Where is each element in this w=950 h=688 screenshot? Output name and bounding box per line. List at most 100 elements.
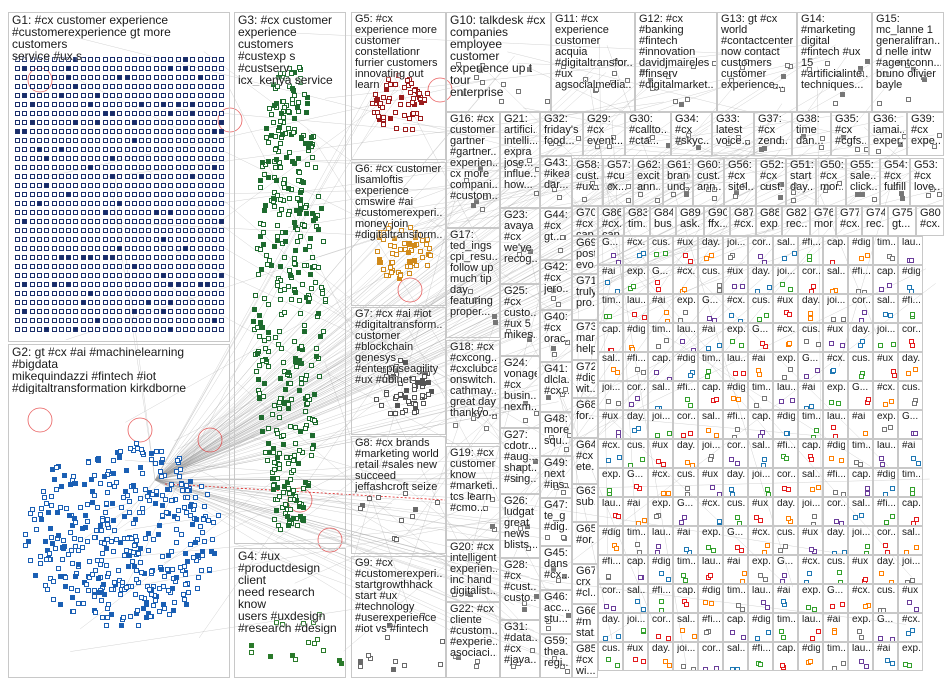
graph-node [212, 147, 218, 152]
graph-edge [169, 153, 547, 481]
graph-node [101, 582, 107, 588]
graph-node [808, 403, 814, 409]
graph-node [283, 154, 289, 160]
graph-node [139, 300, 145, 305]
graph-node [124, 192, 130, 197]
graph-edge [154, 114, 596, 481]
graph-node [282, 254, 288, 260]
group-box-g36: G36: iamai... exper... [869, 112, 907, 156]
graph-node [204, 318, 210, 323]
graph-node [197, 156, 203, 161]
graph-node [39, 506, 45, 512]
group-box-g53: G53: #cx love... [910, 158, 944, 206]
graph-node [168, 120, 174, 125]
graph-node [729, 456, 735, 462]
group-label: #cx... [777, 325, 795, 335]
graph-node [159, 473, 165, 479]
graph-node [110, 457, 116, 463]
group-box-tiny: G... [848, 381, 873, 410]
graph-node [681, 432, 687, 438]
highlight-arc [397, 277, 423, 303]
graph-node [881, 426, 887, 432]
graph-node [146, 57, 152, 62]
graph-node [175, 93, 181, 98]
graph-node [197, 201, 203, 206]
group-box-tiny: tim... [598, 294, 623, 323]
group-label: #fi... [752, 644, 770, 654]
graph-node [44, 219, 50, 224]
graph-node [66, 246, 72, 251]
graph-node [73, 237, 79, 242]
graph-node [190, 174, 196, 179]
graph-node [44, 111, 50, 116]
graph-node [687, 430, 693, 436]
graph-node [73, 210, 79, 215]
graph-node [292, 338, 298, 344]
graph-node [139, 129, 145, 134]
graph-node [706, 545, 712, 551]
graph-node [88, 228, 93, 233]
graph-node [705, 373, 711, 379]
group-label: G... [727, 528, 744, 538]
graph-node [261, 337, 267, 343]
group-label: G17: ted_ings cpi_resu... follow up much… [450, 230, 497, 318]
graph-node [759, 429, 765, 435]
graph-node [754, 288, 760, 293]
group-label: sal... [727, 644, 745, 654]
graph-node [175, 273, 181, 278]
group-box-g19: G19: #cx customer know #marketi... tcs l… [446, 446, 500, 540]
graph-node [51, 291, 57, 296]
graph-node [58, 327, 64, 332]
graph-node [164, 486, 170, 492]
graph-edge [154, 384, 539, 481]
graph-node [58, 219, 64, 224]
graph-node [278, 263, 284, 269]
graph-edge [154, 479, 564, 617]
graph-node [182, 505, 188, 511]
group-label: lau... [627, 296, 645, 306]
group-box-tiny: day... [748, 265, 773, 294]
graph-node [161, 147, 166, 152]
graph-node [186, 590, 192, 596]
graph-node [109, 282, 115, 287]
group-label: G4: #ux #productdesign client need resea… [238, 550, 337, 634]
graph-node [80, 219, 86, 224]
graph-node [659, 599, 665, 605]
group-box-tiny: #ux [648, 439, 673, 468]
graph-edge [864, 127, 945, 197]
graph-node [22, 174, 28, 179]
graph-node [712, 317, 718, 322]
group-box-tiny: #fi... [598, 555, 623, 584]
graph-node [36, 228, 42, 233]
group-label: #cx... [827, 354, 845, 364]
graph-node [117, 183, 123, 188]
graph-node [197, 111, 203, 116]
graph-node [204, 201, 210, 206]
graph-node [117, 219, 123, 224]
graph-node [709, 252, 715, 258]
graph-node [412, 409, 417, 415]
graph-node [88, 120, 93, 125]
graph-node [182, 597, 188, 603]
graph-node [117, 255, 123, 260]
graph-node [277, 414, 283, 420]
graph-node [410, 127, 416, 133]
graph-node [212, 255, 218, 260]
graph-node [44, 120, 50, 125]
graph-node [133, 488, 139, 494]
group-box-tiny: lau... [773, 381, 798, 410]
graph-node [212, 75, 218, 80]
graph-node [810, 636, 816, 641]
graph-node [104, 614, 110, 620]
graph-node [120, 579, 126, 585]
graph-node [88, 129, 93, 134]
graph-edge [154, 199, 743, 481]
graph-node [51, 255, 57, 260]
group-box-tiny: #cx... [773, 323, 798, 352]
graph-node [58, 120, 64, 125]
graph-node [912, 367, 918, 373]
graph-node [73, 273, 79, 278]
graph-node [58, 237, 64, 242]
group-label: G14: #marketing digital #fintech #ux 15 … [801, 14, 869, 91]
graph-node [52, 477, 58, 483]
